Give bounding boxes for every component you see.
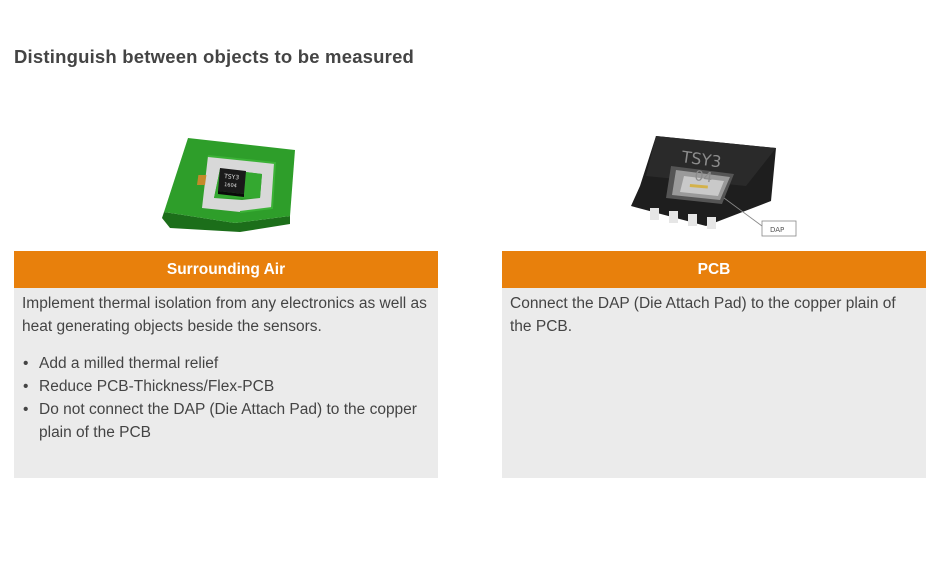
pcb-text: Connect the DAP (Die Attach Pad) to the … [510,295,896,335]
dap-callout-label: DAP [770,226,784,234]
package-marking-line2: 04 [693,168,713,186]
pcb-thermal-relief-image: TSY3 1604 [150,128,300,245]
list-item: Reduce PCB-Thickness/Flex-PCB [22,375,430,398]
chip-marking-line2: 1604 [224,182,237,189]
list-item: Do not connect the DAP (Die Attach Pad) … [22,398,430,444]
pcb-panel: PCB Connect the DAP (Die Attach Pad) to … [502,251,926,478]
dfn-package-image: TSY3 04 DAP [626,126,801,246]
surrounding-air-intro: Implement thermal isolation from any ele… [22,295,427,335]
chip-marking-line1: TSY3 [223,173,240,182]
page-title: Distinguish between objects to be measur… [14,46,415,67]
list-item: Add a milled thermal relief [22,352,430,375]
surrounding-air-panel: Surrounding Air Implement thermal isolat… [14,251,438,478]
surrounding-air-heading: Surrounding Air [14,251,438,288]
surrounding-air-bullet-list: Add a milled thermal relief Reduce PCB-T… [22,352,430,444]
pcb-heading: PCB [502,251,926,288]
